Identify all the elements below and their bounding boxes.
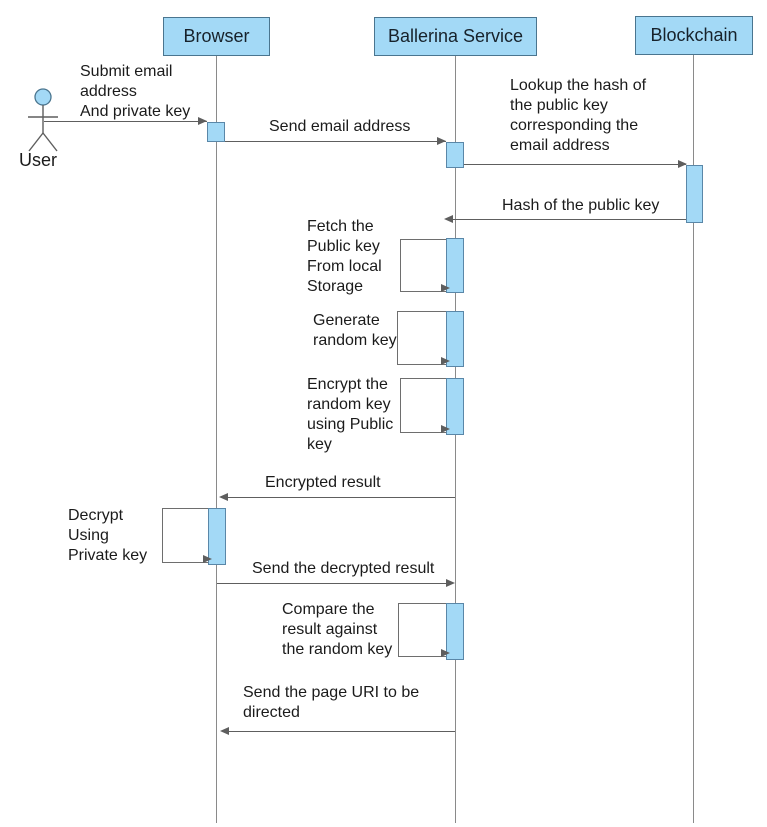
activation-encrypt-key bbox=[446, 378, 464, 435]
arrowhead-send-uri bbox=[220, 727, 229, 735]
participant-ballerina-service-label: Ballerina Service bbox=[387, 26, 524, 46]
arrowhead-compare bbox=[441, 649, 450, 657]
self-call-box-decrypt bbox=[162, 508, 209, 563]
message-line-send-uri bbox=[228, 731, 455, 732]
actor-user-icon bbox=[28, 88, 58, 152]
lifeline-browser bbox=[216, 55, 217, 823]
activation-decrypt bbox=[208, 508, 226, 565]
self-call-box-fetch-key bbox=[400, 239, 447, 292]
message-line-send-email bbox=[225, 141, 446, 142]
message-label-compare: Compare the result against the random ke… bbox=[282, 601, 393, 658]
arrowhead-decrypt bbox=[203, 555, 212, 563]
message-label-submit-email: Submit email address And private key bbox=[80, 63, 191, 120]
message-label-decrypt: Decrypt Using Private key bbox=[68, 507, 148, 564]
message-label-send-uri: Send the page URI to be directed bbox=[243, 684, 420, 721]
arrowhead-encrypt-key bbox=[441, 425, 450, 433]
arrowhead-submit-email bbox=[198, 117, 207, 125]
self-call-box-generate-key bbox=[397, 311, 447, 365]
message-label-generate-key: Generate random key bbox=[313, 312, 397, 349]
message-line-encrypted-result bbox=[227, 497, 455, 498]
arrowhead-send-email bbox=[437, 137, 446, 145]
arrowhead-hash-return bbox=[444, 215, 453, 223]
arrowhead-generate-key bbox=[441, 357, 450, 365]
arrowhead-fetch-key bbox=[441, 284, 450, 292]
message-label-hash-return: Hash of the public key bbox=[502, 197, 660, 214]
message-label-send-decrypted: Send the decrypted result bbox=[252, 560, 435, 577]
message-label-encrypted-result: Encrypted result bbox=[265, 474, 381, 491]
activation-fetch-key bbox=[446, 238, 464, 293]
participant-ballerina-service: Ballerina Service bbox=[374, 17, 537, 56]
participant-blockchain: Blockchain bbox=[635, 16, 753, 55]
activation-compare bbox=[446, 603, 464, 660]
message-line-hash-return bbox=[452, 219, 686, 220]
arrowhead-encrypted-result bbox=[219, 493, 228, 501]
activation-ballerina-1 bbox=[446, 142, 464, 168]
activation-browser-1 bbox=[207, 122, 225, 142]
participant-blockchain-label: Blockchain bbox=[650, 25, 738, 45]
message-line-submit-email bbox=[44, 121, 207, 122]
message-label-fetch-key: Fetch the Public key From local Storage bbox=[307, 218, 382, 295]
participant-browser: Browser bbox=[163, 17, 270, 56]
message-label-encrypt-key: Encrypt the random key using Public key bbox=[307, 376, 394, 453]
message-label-lookup-hash: Lookup the hash of the public key corres… bbox=[510, 77, 647, 154]
message-line-lookup-hash bbox=[464, 164, 686, 165]
message-line-send-decrypted bbox=[217, 583, 446, 584]
self-call-box-encrypt-key bbox=[400, 378, 447, 433]
activation-blockchain-1 bbox=[686, 165, 703, 223]
activation-generate-key bbox=[446, 311, 464, 367]
actor-user-label: User bbox=[19, 150, 58, 170]
lifeline-ballerina-service bbox=[455, 55, 456, 823]
arrowhead-lookup-hash bbox=[678, 160, 687, 168]
self-call-box-compare bbox=[398, 603, 447, 657]
arrowhead-send-decrypted bbox=[446, 579, 455, 587]
participant-browser-label: Browser bbox=[183, 26, 250, 46]
message-label-send-email: Send email address bbox=[269, 118, 411, 135]
lifeline-blockchain bbox=[693, 54, 694, 823]
